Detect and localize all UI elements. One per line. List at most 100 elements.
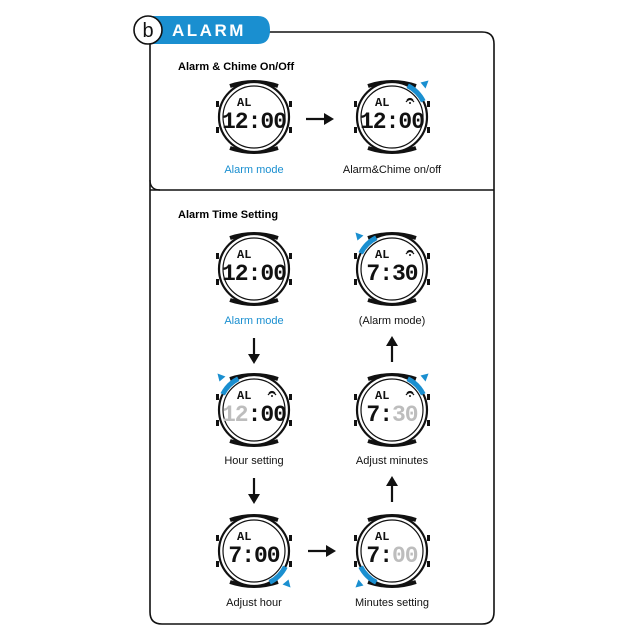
arrow-down-icon <box>248 478 260 504</box>
watch-bezel <box>360 85 424 149</box>
display-mode-text: AL <box>375 530 389 544</box>
display-minutes: 00 <box>392 543 418 569</box>
display-minutes: 00 <box>260 261 286 287</box>
display-mode-text: AL <box>237 96 251 110</box>
watch-side-button <box>289 279 292 285</box>
display-hours: 7 <box>366 402 379 428</box>
page-title: ALARM <box>172 21 246 40</box>
watch-side-button <box>354 561 357 567</box>
chime-icon <box>405 97 415 103</box>
chime-icon <box>405 390 415 396</box>
display-time: 7:30 <box>366 261 417 287</box>
watch-bezel <box>360 378 424 442</box>
watch-label-hour-setting: Hour setting <box>224 455 283 467</box>
display-mode-text: AL <box>375 389 389 403</box>
watch-side-button <box>427 394 430 400</box>
watch-illustration: AL7:30 <box>354 232 430 306</box>
chime-icon-dot <box>271 395 273 397</box>
watch-side-button <box>289 561 292 567</box>
watch-side-button <box>354 535 357 541</box>
watch-side-button <box>289 101 292 107</box>
watch-bezel <box>222 378 286 442</box>
display-hours: 12 <box>222 402 248 428</box>
section1-corner <box>149 179 161 191</box>
watch-side-button <box>216 535 219 541</box>
watch-side-button <box>354 127 357 133</box>
watch-side-button <box>216 420 219 426</box>
display-hours: 7 <box>366 543 379 569</box>
display-minutes: 00 <box>254 543 280 569</box>
watch-side-button <box>427 420 430 426</box>
badge-circle <box>133 15 163 45</box>
display-mode-text: AL <box>237 248 251 262</box>
display-hours: 12 <box>222 261 248 287</box>
watch-side-button <box>216 561 219 567</box>
chime-icon <box>267 390 277 396</box>
section1-title: Alarm & Chime On/Off <box>178 61 294 73</box>
chime-icon-dot <box>409 102 411 104</box>
watch-case <box>217 80 291 154</box>
badge-letter: b <box>142 20 153 42</box>
display-mode-text: AL <box>237 389 251 403</box>
display-mode-text: AL <box>237 530 251 544</box>
chime-icon-dot <box>409 254 411 256</box>
press-indicator-icon <box>420 373 429 382</box>
press-indicator-icon <box>355 232 364 241</box>
display-time: 7:30 <box>366 402 417 428</box>
press-indicator-icon <box>420 80 429 89</box>
display-time: 12:00 <box>222 261 286 287</box>
watch-case <box>355 514 429 588</box>
press-indicator-icon <box>217 373 226 382</box>
watch-case <box>217 514 291 588</box>
display-minutes: 00 <box>398 109 424 135</box>
watch-label-alarm-mode-2: Alarm mode <box>224 315 283 327</box>
watch-side-button <box>354 279 357 285</box>
watch-side-button <box>427 101 430 107</box>
display-colon: : <box>241 543 254 569</box>
display-colon: : <box>386 109 399 135</box>
watch-label-alarm-chime: Alarm&Chime on/off <box>343 164 442 176</box>
active-button-highlight <box>220 376 240 396</box>
watch-label-alarm-mode: Alarm mode <box>224 164 283 176</box>
display-hours: 12 <box>360 109 386 135</box>
display-time: 12:00 <box>222 109 286 135</box>
watch-side-button <box>289 420 292 426</box>
display-hours: 12 <box>222 109 248 135</box>
watch-label-adjust-hour: Adjust hour <box>226 597 282 609</box>
display-colon: : <box>379 543 392 569</box>
watch-illustration: AL7:00 <box>216 514 292 588</box>
active-button-highlight <box>358 565 378 585</box>
arrow-up-icon <box>386 336 398 362</box>
press-indicator-icon <box>282 579 291 588</box>
arrow-right-icon <box>308 545 336 557</box>
display-hours: 7 <box>366 261 379 287</box>
watch-illustration: AL7:00 <box>354 514 430 588</box>
arrow-up-icon <box>386 476 398 502</box>
chime-icon <box>405 249 415 255</box>
watch-label-alarm-mode-return: (Alarm mode) <box>359 315 426 327</box>
header-tab: b ALARM <box>133 15 270 45</box>
watch-side-button <box>289 127 292 133</box>
display-colon: : <box>248 402 261 428</box>
section2-title: Alarm Time Setting <box>178 209 278 221</box>
watch-side-button <box>354 253 357 259</box>
arrow-right-icon <box>306 113 334 125</box>
watch-side-button <box>289 253 292 259</box>
watch-side-button <box>216 127 219 133</box>
active-button-highlight <box>406 376 426 396</box>
display-colon: : <box>248 109 261 135</box>
display-time: 7:00 <box>228 543 279 569</box>
watch-side-button <box>354 394 357 400</box>
display-minutes: 30 <box>392 261 418 287</box>
display-mode-text: AL <box>375 248 389 262</box>
display-colon: : <box>379 402 392 428</box>
active-button-highlight <box>268 565 288 585</box>
display-mode-text: AL <box>375 96 389 110</box>
chime-icon-dot <box>409 395 411 397</box>
watch-side-button <box>289 535 292 541</box>
arrow-down-icon <box>248 338 260 364</box>
display-minutes: 00 <box>260 402 286 428</box>
